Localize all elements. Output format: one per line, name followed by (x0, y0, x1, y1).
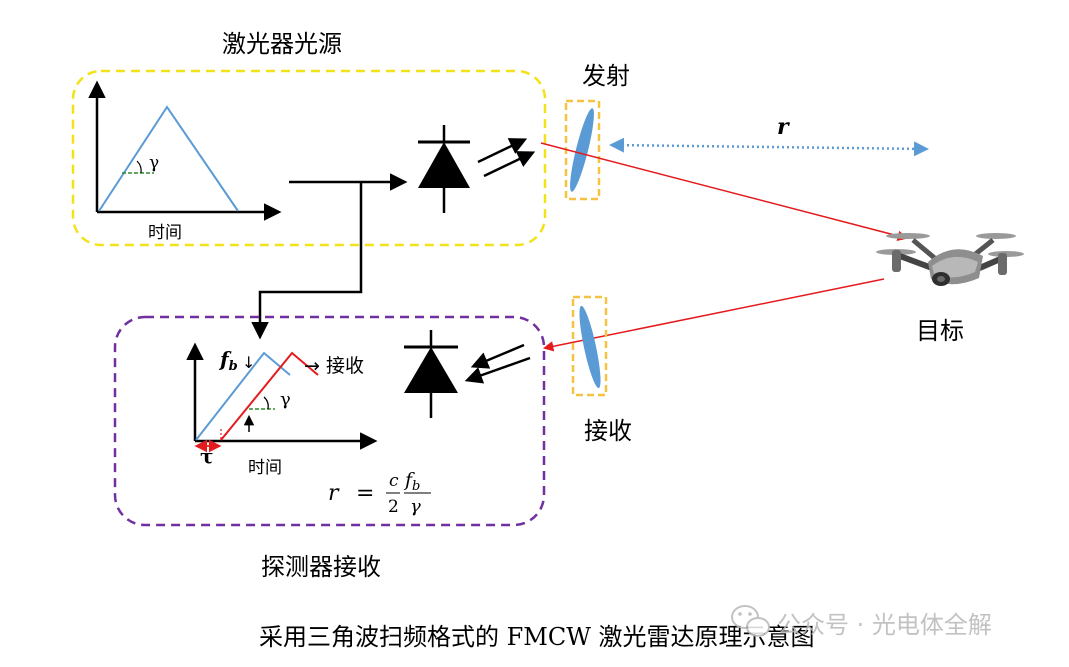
incoming-light-arrows-icon (464, 343, 531, 384)
split-to-detector-line (251, 182, 363, 340)
transmit-triangle-wave (98, 105, 239, 212)
formula-gamma: γ (410, 496, 421, 517)
return-laser-ray (542, 278, 885, 352)
bottom-gamma-arc (263, 396, 269, 410)
formula-2: 2 (388, 497, 399, 517)
photodiode-icon (404, 330, 458, 418)
fb-label: fb (218, 347, 238, 374)
range-formula: r = c 2 fb γ (328, 469, 431, 517)
outgoing-laser-ray (540, 142, 909, 241)
transmit-label: 发射 (582, 62, 630, 90)
detector-title: 探测器接收 (261, 553, 381, 581)
received-wave (220, 351, 319, 441)
emission-arrows-icon (477, 138, 536, 178)
top-time-label: 时间 (148, 223, 182, 243)
receive-lens (579, 305, 601, 389)
top-gamma-arc (136, 160, 142, 174)
drone-target-icon (876, 233, 1024, 286)
tau-label: τ (200, 444, 213, 468)
formula-c: c (389, 471, 399, 491)
receive-label: 接收 (584, 417, 632, 445)
bottom-gamma-label: γ (280, 389, 291, 410)
top-gamma-label: γ (149, 153, 159, 173)
formula-fb: fb (403, 469, 420, 494)
range-arrow (609, 137, 929, 157)
detector-box (113, 315, 546, 527)
wechat-icon (731, 605, 770, 637)
watermark: 公众号 · 光电体全解 (731, 605, 992, 639)
target-label: 目标 (916, 317, 964, 345)
laser-diode-icon (418, 125, 470, 213)
receive-lens-box (571, 295, 608, 397)
fb-down-arrow: ↓ (242, 353, 255, 372)
formula-lhs: r (328, 481, 340, 506)
reference-wave (195, 351, 291, 441)
formula-equals: = (356, 481, 374, 506)
laser-source-box (71, 69, 547, 247)
range-label: r (777, 114, 790, 140)
laser-source-title: 激光器光源 (222, 30, 342, 58)
bottom-time-label: 时间 (248, 458, 282, 478)
watermark-text: 公众号 · 光电体全解 (777, 611, 992, 639)
receive-output-label: → 接收 (304, 355, 364, 377)
transmit-lens (570, 108, 594, 192)
figure-caption: 采用三角波扫频格式的 FMCW 激光雷达原理示意图 (259, 623, 815, 651)
